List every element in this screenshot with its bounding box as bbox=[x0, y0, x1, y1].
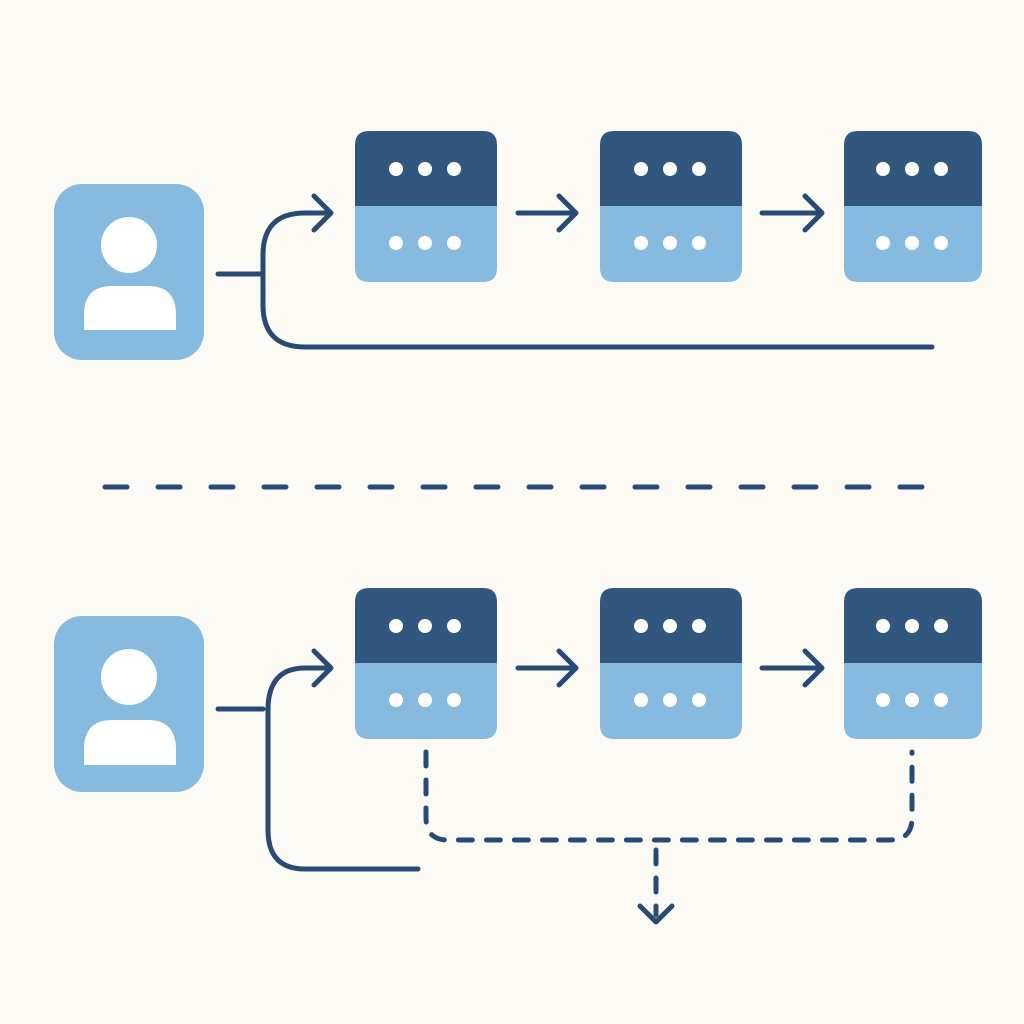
arrow-icon bbox=[759, 648, 825, 688]
server-3 bbox=[844, 131, 982, 282]
top-flow bbox=[54, 131, 982, 360]
arrow-icon bbox=[515, 193, 579, 233]
loop-connector bbox=[260, 210, 935, 350]
server-icon bbox=[844, 131, 982, 282]
server-2 bbox=[600, 131, 742, 282]
server-1 bbox=[355, 131, 497, 282]
server-2 bbox=[600, 588, 742, 739]
arrow-icon bbox=[515, 648, 579, 688]
server-1 bbox=[355, 588, 497, 739]
arrow-icon bbox=[759, 193, 825, 233]
server-3 bbox=[844, 588, 982, 739]
dashed-collector-path bbox=[423, 749, 915, 843]
user-tile bbox=[54, 184, 204, 360]
server-icon bbox=[600, 131, 742, 282]
user-icon bbox=[84, 217, 176, 330]
down-arrow-icon bbox=[637, 903, 675, 925]
user-tile bbox=[54, 616, 204, 792]
bottom-flow bbox=[54, 588, 982, 925]
server-icon bbox=[355, 131, 497, 282]
arrow-icon bbox=[311, 193, 334, 233]
server-icon bbox=[844, 588, 982, 739]
server-icon bbox=[600, 588, 742, 739]
user-icon bbox=[84, 649, 176, 765]
server-icon bbox=[355, 588, 497, 739]
arrow-icon bbox=[311, 648, 334, 688]
loop-connector bbox=[265, 665, 421, 872]
